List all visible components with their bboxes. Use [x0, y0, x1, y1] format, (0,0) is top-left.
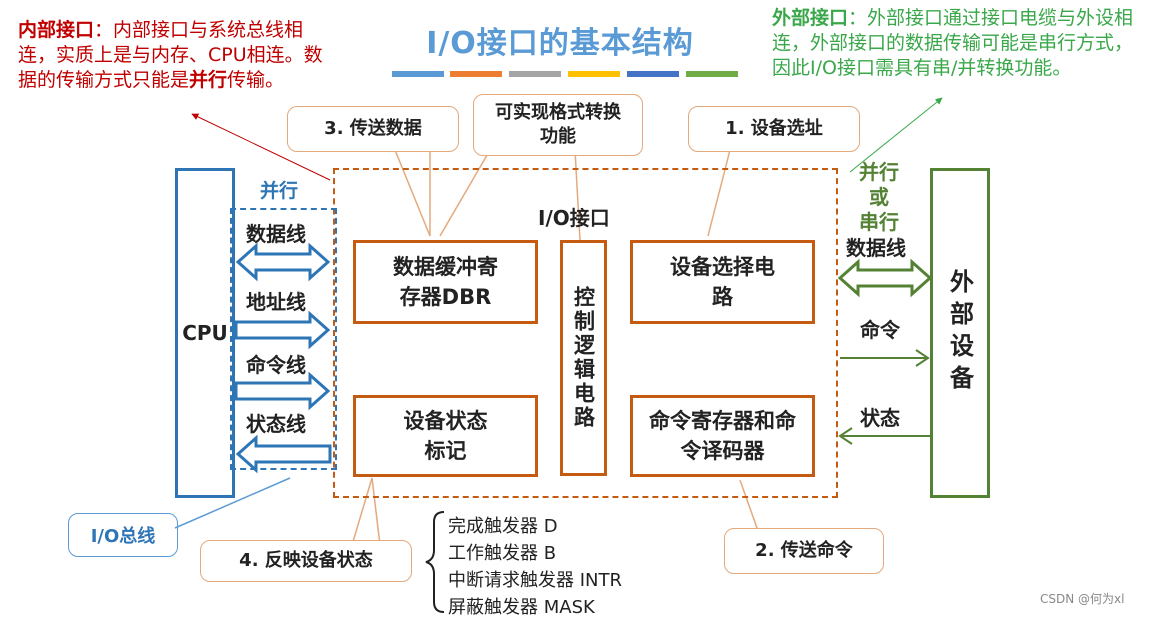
right-or-label: 或 — [869, 185, 889, 209]
cpu-block: CPU — [175, 168, 235, 498]
trigger-complete: 完成触发器 D — [448, 516, 558, 537]
bus-line-address: 地址线 — [246, 290, 306, 314]
address-line-arrow — [234, 310, 331, 350]
internal-note-body-2: 传输。 — [227, 69, 285, 91]
trigger-interrupt-request: 中断请求触发器 INTR — [448, 570, 622, 591]
title-color-bar-2 — [450, 71, 502, 77]
trigger-busy: 工作触发器 B — [448, 543, 557, 564]
io-bus-pointer — [174, 477, 291, 529]
callout-reflect-status: 4. 反映设备状态 — [200, 540, 412, 582]
external-device-block: 外部设备 — [930, 168, 990, 498]
device-select-pointer — [707, 149, 731, 237]
title-color-bar-1 — [392, 71, 444, 77]
command-register-text: 命令寄存器和命令译码器 — [649, 409, 796, 463]
reflect-status-pointer-2 — [371, 477, 381, 546]
reflect-status-pointer — [351, 477, 373, 546]
right-command-label: 命令 — [860, 318, 900, 342]
device-select-circuit-module: 设备选择电路 — [630, 240, 815, 324]
device-status-module: 设备状态标记 — [353, 395, 538, 477]
callout-format-convert-text: 可实现格式转换功能 — [495, 102, 621, 147]
watermark: CSDN @何为xl — [1040, 592, 1125, 606]
external-status-arrow-head — [838, 427, 853, 445]
callout-send-data-text: 3. 传送数据 — [324, 118, 422, 139]
control-logic-module: 控制逻辑电路 — [560, 240, 607, 476]
cpu-label: CPU — [182, 321, 228, 345]
parallel-label: 并行 — [260, 180, 299, 202]
callout-device-select: 1. 设备选址 — [688, 106, 860, 152]
external-note-body: ：外部接口通过接口电缆与外设相连，外部接口的数据传输可能是串行方式，因此I/O接… — [772, 7, 1134, 79]
callout-send-command-text: 2. 传送命令 — [755, 540, 853, 561]
trigger-mask: 屏蔽触发器 MASK — [448, 597, 595, 618]
external-interface-note: 外部接口：外部接口通过接口电缆与外设相连，外部接口的数据传输可能是串行方式，因此… — [772, 6, 1144, 81]
control-logic-text: 控制逻辑电路 — [571, 286, 596, 430]
external-data-line-arrow — [837, 258, 933, 298]
right-parallel-label: 并行 — [859, 160, 899, 184]
right-status-label: 状态 — [860, 406, 900, 430]
bus-line-data: 数据线 — [246, 222, 306, 246]
internal-note-head: 内部接口 — [18, 19, 95, 41]
command-register-module: 命令寄存器和命令译码器 — [630, 395, 815, 477]
title-color-bar-6 — [686, 71, 738, 77]
bus-line-status: 状态线 — [246, 412, 306, 436]
internal-note-body-1: ：内部接口与系统总线相连，实质上是与内存、CPU相连。数据的传输方式只能是 — [18, 19, 323, 91]
title-color-bar-4 — [568, 71, 620, 77]
device-select-circuit-text: 设备选择电路 — [670, 255, 775, 309]
callout-send-data: 3. 传送数据 — [287, 106, 459, 152]
external-device-label: 外部设备 — [945, 269, 974, 397]
callout-format-convert: 可实现格式转换功能 — [473, 94, 643, 156]
bus-line-command: 命令线 — [246, 353, 306, 377]
internal-note-emph: 并行 — [189, 69, 228, 91]
right-serial-label: 串行 — [859, 210, 899, 234]
title-color-bar-5 — [627, 71, 679, 77]
external-note-pointer — [849, 97, 943, 173]
internal-interface-note: 内部接口：内部接口与系统总线相连，实质上是与内存、CPU相连。数据的传输方式只能… — [18, 18, 338, 93]
send-data-pointer — [394, 149, 431, 237]
io-interface-label: I/O接口 — [538, 206, 610, 230]
internal-note-pointer — [191, 113, 331, 181]
page-title: I/O接口的基本结构 — [426, 26, 694, 61]
dbr-module-text: 数据缓冲寄存器DBR — [393, 255, 498, 309]
external-note-head: 外部接口 — [772, 7, 849, 29]
io-bus-label: I/O总线 — [68, 513, 178, 557]
format-convert-pointer-2 — [574, 149, 581, 241]
io-interface-boundary — [333, 168, 838, 498]
title-color-bar-3 — [509, 71, 561, 77]
dbr-module: 数据缓冲寄存器DBR — [353, 240, 538, 324]
status-line-arrow — [235, 434, 332, 474]
format-convert-pointer — [439, 149, 491, 237]
callout-reflect-status-text: 4. 反映设备状态 — [239, 550, 373, 571]
callout-send-command: 2. 传送命令 — [724, 528, 884, 574]
callout-device-select-text: 1. 设备选址 — [725, 118, 823, 139]
device-status-text: 设备状态标记 — [403, 409, 488, 463]
data-line-arrow — [235, 242, 331, 282]
command-line-arrow — [234, 371, 331, 411]
io-bus-boundary — [230, 208, 337, 470]
right-data-line-label: 数据线 — [846, 236, 906, 260]
send-command-pointer — [739, 479, 758, 529]
trigger-brace — [425, 511, 445, 613]
external-command-arrow-head — [915, 349, 930, 367]
